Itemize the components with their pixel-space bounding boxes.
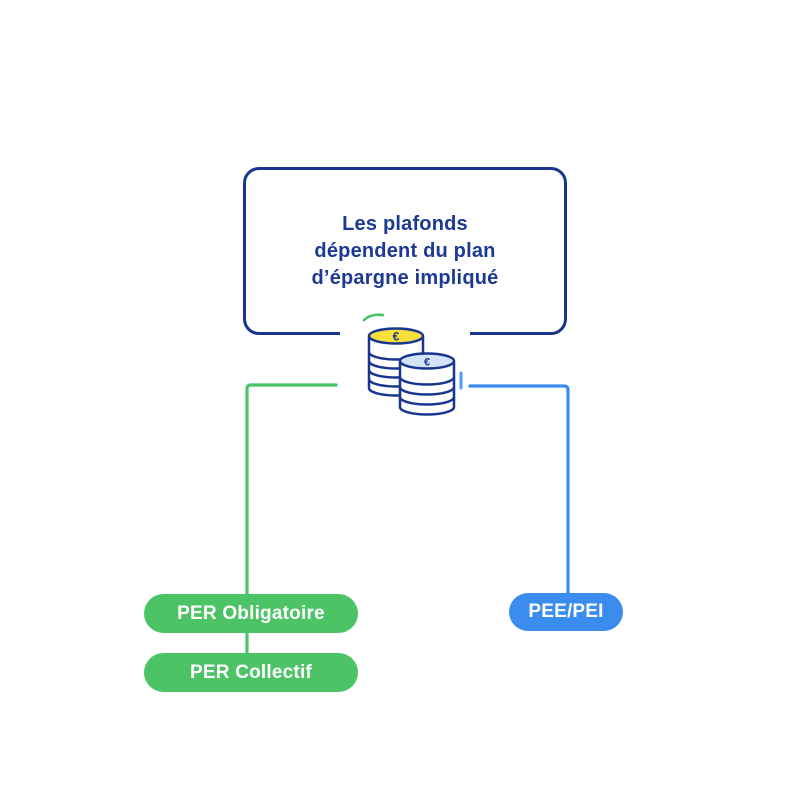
coin-stacks-icon: € €	[362, 313, 463, 416]
node-per-collectif: PER Collectif	[144, 653, 358, 692]
title-line-2: dépendent du plan	[314, 239, 496, 262]
connector-right-blue	[468, 384, 570, 595]
euro-symbol-yellow-coin: €	[393, 330, 400, 344]
coin-stack-right: €	[398, 352, 456, 416]
title-line-1: Les plafonds	[342, 212, 468, 235]
euro-symbol-blue-coin: €	[424, 357, 430, 369]
title-line-3: d’épargne impliqué	[311, 266, 499, 289]
node-per-obligatoire: PER Obligatoire	[144, 594, 358, 633]
green-sparkle-accent	[362, 313, 385, 322]
node-pee-pei: PEE/PEI	[509, 593, 623, 631]
title-text: Les plafonds dépendent du plan d’épargne…	[312, 211, 499, 292]
title-card: Les plafonds dépendent du plan d’épargne…	[243, 167, 567, 335]
node-per-collectif-label: PER Collectif	[190, 661, 312, 683]
node-per-obligatoire-label: PER Obligatoire	[177, 602, 325, 624]
node-pee-pei-label: PEE/PEI	[528, 601, 604, 622]
